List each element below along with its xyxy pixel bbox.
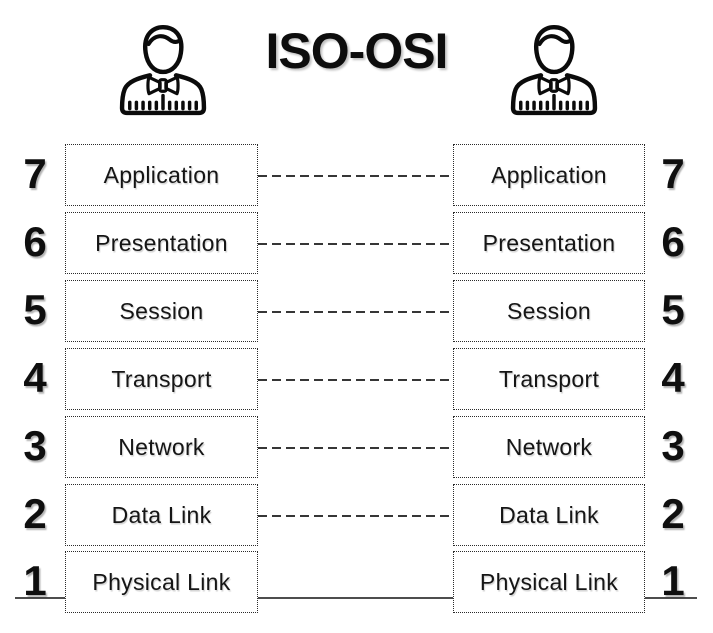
layer-row-application: 7 Application Application 7	[0, 144, 713, 206]
layer-number-left: 2	[23, 490, 47, 537]
layer-number-left: 7	[23, 150, 47, 197]
layer-number-right: 3	[661, 422, 685, 469]
hair	[537, 34, 574, 47]
layer-label: Data Link	[111, 501, 212, 528]
layer-box-right: Data Link	[453, 484, 645, 546]
layer-label: Data Link	[499, 501, 599, 528]
layer-number-right: 7	[661, 150, 685, 197]
person-icon-left	[119, 24, 207, 116]
layer-box-left: Physical Link	[65, 551, 258, 613]
layer-label: Transport	[111, 365, 212, 392]
torso	[119, 73, 207, 116]
layer-row-session: 5 Session Session 5	[0, 280, 713, 342]
layer-row-transport: 4 Transport Transport 4	[0, 348, 713, 410]
layer-label: Application	[103, 161, 220, 188]
layer-label: Physical Link	[479, 568, 619, 595]
layer-label: Application	[491, 161, 607, 188]
layer-box-left: Transport	[65, 348, 258, 410]
layer-label: Presentation	[95, 229, 228, 256]
layer-row-physicallink: 1 Physical Link Physical Link 1	[0, 551, 713, 613]
layer-number-left: 5	[23, 286, 47, 333]
layer-row-network: 3 Network Network 3	[0, 416, 713, 478]
person-icon-right	[510, 24, 598, 116]
layer-box-left: Presentation	[65, 212, 258, 274]
head	[534, 24, 575, 75]
layer-number-right: 4	[661, 354, 685, 401]
hair	[146, 34, 183, 47]
layer-label: Presentation	[482, 229, 616, 256]
layer-box-left: Session	[65, 280, 258, 342]
layer-box-left: Data Link	[65, 484, 258, 546]
layer-label: Network	[505, 433, 593, 460]
layer-number-left: 6	[23, 218, 47, 265]
bow-tie	[537, 75, 571, 96]
layer-number-right: 2	[661, 490, 685, 537]
layer-label: Network	[118, 433, 205, 460]
layer-label: Session	[119, 297, 204, 324]
layer-box-left: Network	[65, 416, 258, 478]
layer-number-left: 3	[23, 422, 47, 469]
head	[143, 24, 184, 75]
hem-ticks	[128, 93, 198, 111]
layer-box-right: Presentation	[453, 212, 645, 274]
layer-row-datalink: 2 Data Link Data Link 2	[0, 484, 713, 546]
layer-number-left: 1	[23, 557, 47, 604]
layer-box-right: Transport	[453, 348, 645, 410]
layer-label: Session	[507, 297, 591, 324]
layer-number-right: 1	[661, 557, 685, 604]
torso	[510, 73, 598, 116]
layer-box-right: Network	[453, 416, 645, 478]
page-title: ISO-OSI	[265, 23, 449, 79]
hem-ticks	[519, 93, 589, 111]
layer-box-right: Application	[453, 144, 645, 206]
layer-box-right: Session	[453, 280, 645, 342]
layer-label: Transport	[498, 365, 600, 392]
layer-number-left: 4	[23, 354, 47, 401]
layer-number-right: 6	[661, 218, 685, 265]
layer-number-right: 5	[661, 286, 685, 333]
layer-box-right: Physical Link	[453, 551, 645, 613]
layer-box-left: Application	[65, 144, 258, 206]
layer-label: Physical Link	[92, 568, 231, 595]
layer-row-presentation: 6 Presentation Presentation 6	[0, 212, 713, 274]
bow-tie	[146, 75, 180, 96]
